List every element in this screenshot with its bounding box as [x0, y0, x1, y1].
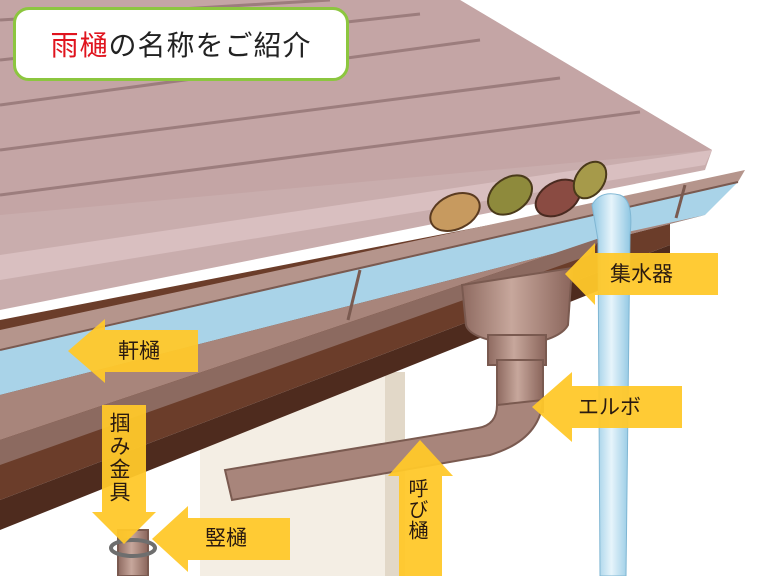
- elbow-pipe: [223, 359, 545, 502]
- arrow-yobidoi-shape: [399, 476, 442, 576]
- title-text: の名称をご紹介: [108, 29, 312, 62]
- label-tatedoi: 竪樋: [205, 526, 247, 550]
- collector-box: [460, 266, 574, 366]
- label-nokidoi: 軒樋: [118, 339, 160, 363]
- arrow-tsukami-shape: [92, 405, 156, 544]
- arrow-elbow-shape: [532, 372, 682, 442]
- arrow-shuusuiki-shape: [565, 243, 718, 305]
- label-tsukamikanagu: 掴み金具: [107, 412, 131, 504]
- arrow-yobidoi-head: [388, 440, 453, 476]
- title-accent: 雨樋: [50, 29, 109, 62]
- title-box: 雨樋の名称をご紹介: [13, 7, 349, 81]
- leaves: [429, 160, 608, 232]
- arrow-nokidoi-shape: [68, 319, 198, 383]
- arrow-tatedoi-shape: [152, 506, 290, 572]
- label-yobidoi: 呼び樋: [405, 478, 429, 541]
- label-shuusuiki: 集水器: [610, 262, 673, 286]
- water-stream: [591, 193, 632, 576]
- label-elbow: エルボ: [578, 395, 641, 419]
